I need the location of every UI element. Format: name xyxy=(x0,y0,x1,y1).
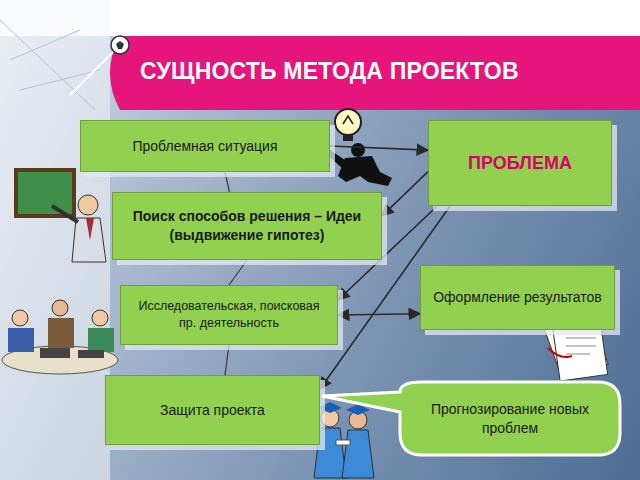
node-text: Оформление результатов xyxy=(425,284,610,311)
title-band xyxy=(110,36,640,110)
node-text: Исследовательская, поисковая пр. деятель… xyxy=(121,294,337,336)
connector-line xyxy=(225,345,229,375)
callout-outline xyxy=(400,382,620,455)
process-box: Защита проекта xyxy=(105,375,320,445)
process-box: Поиск способов решения – Идеи (выдвижени… xyxy=(112,192,382,260)
connector-arrow xyxy=(330,146,428,150)
node-text: Прогнозирование новых проблем xyxy=(400,396,620,442)
callout-shape xyxy=(322,382,620,455)
connector-line xyxy=(229,260,247,285)
node-text: ПРОБЛЕМА xyxy=(460,147,580,179)
process-box: Проблемная ситуация xyxy=(80,120,330,172)
connector-arrow xyxy=(382,172,428,216)
node-text: Проблемная ситуация xyxy=(124,133,285,160)
team-at-laptops xyxy=(2,300,118,374)
process-box: Оформление результатов xyxy=(420,265,615,330)
ball-icon xyxy=(70,36,129,95)
connector-line xyxy=(225,172,229,192)
node-text: Поиск способов решения – Идеи (выдвижени… xyxy=(113,203,381,249)
process-box: Исследовательская, поисковая пр. деятель… xyxy=(120,285,338,345)
connector-arrow xyxy=(338,314,420,315)
background-lines xyxy=(0,20,100,110)
slide-title: СУЩНОСТЬ МЕТОДА ПРОЕКТОВ xyxy=(140,58,519,85)
graduates-figure xyxy=(314,402,374,478)
callout-bubble: Прогнозирование новых проблем xyxy=(400,382,620,455)
teacher-figure xyxy=(16,170,106,262)
node-text: Защита проекта xyxy=(152,397,273,424)
problem-box: ПРОБЛЕМА xyxy=(428,120,612,206)
